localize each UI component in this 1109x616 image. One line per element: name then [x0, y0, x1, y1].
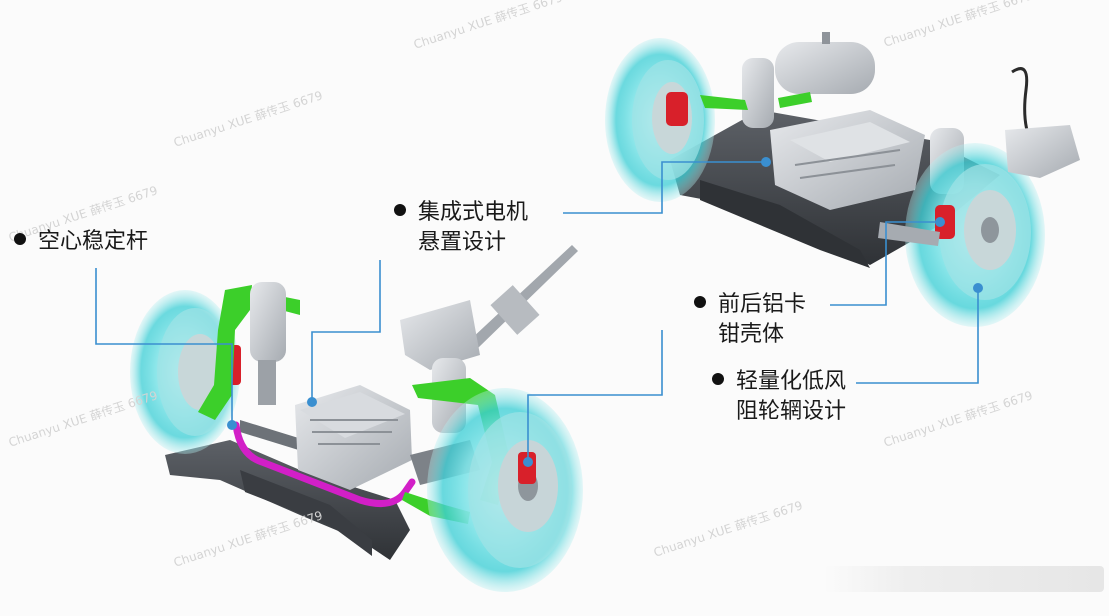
callout-text-line2: 钳壳体	[718, 322, 785, 347]
callout-text: 前后铝卡	[718, 292, 807, 317]
leader-front-caliper	[527, 330, 663, 462]
callout-text: 集成式电机	[418, 200, 529, 225]
callout-hollow-stabilizer: 空心稳定杆	[14, 227, 148, 257]
leader-motor-mount-front	[311, 260, 381, 402]
leader-lines	[95, 161, 979, 462]
callout-aluminum-caliper: 前后铝卡 钳壳体	[694, 290, 806, 350]
leader-dots	[227, 157, 983, 467]
bullet-icon	[694, 296, 706, 308]
front-right-wheel	[427, 388, 583, 592]
rear-left-caliper	[666, 92, 688, 126]
callout-low-drag-wheel: 轻量化低风 阻轮辋设计	[712, 367, 846, 427]
callout-text-line2: 阻轮辋设计	[736, 399, 847, 424]
bullet-icon	[712, 373, 724, 385]
air-tank	[775, 32, 875, 94]
wiring-harness	[1011, 67, 1032, 141]
front-left-strut	[250, 282, 286, 362]
rear-bracket	[1005, 125, 1080, 178]
callout-text: 空心稳定杆	[38, 229, 149, 254]
leader-motor-mount-rear	[563, 161, 766, 214]
front-axle	[130, 245, 583, 592]
front-right-caliper	[518, 452, 536, 484]
callout-text-line2: 悬置设计	[418, 230, 507, 255]
leader-hollow-stabilizer	[95, 268, 233, 425]
bullet-icon	[14, 233, 26, 245]
front-motor	[295, 385, 412, 490]
leader-aluminum-caliper	[830, 221, 940, 306]
callout-integrated-motor-mount: 集成式电机 悬置设计	[394, 198, 528, 258]
rear-left-strut	[742, 58, 774, 128]
steering-column	[470, 245, 578, 348]
rear-axle	[605, 32, 1080, 327]
front-left-control-arm	[198, 285, 252, 420]
bullet-icon	[394, 204, 406, 216]
rear-motor	[770, 110, 925, 210]
front-stabilizer-bar	[232, 421, 416, 508]
rear-right-wheel	[905, 143, 1045, 327]
leader-low-drag-wheel	[856, 288, 979, 384]
rear-control-link	[700, 92, 812, 110]
rear-left-wheel	[605, 38, 715, 202]
callout-text: 轻量化低风	[736, 369, 847, 394]
blurred-caption-strip	[824, 566, 1104, 592]
